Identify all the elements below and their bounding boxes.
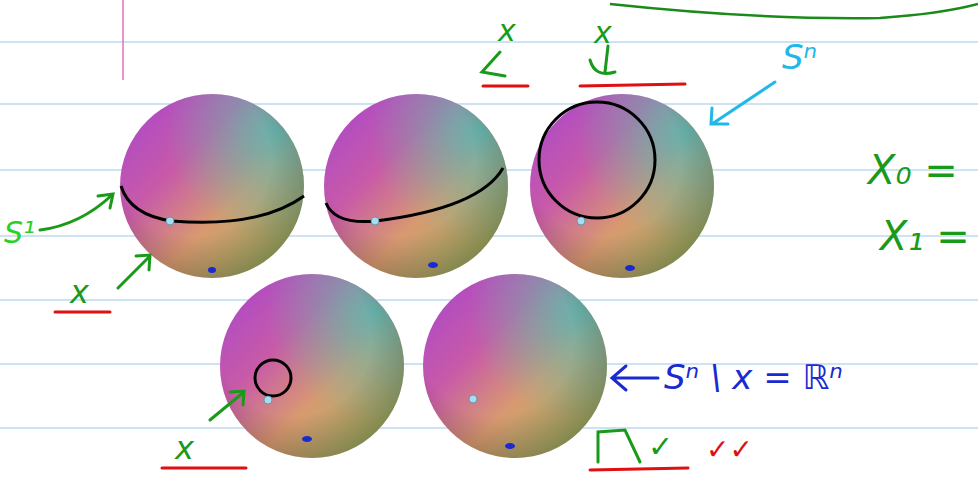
check-mark: ✓✓ bbox=[706, 436, 753, 464]
equation-label: Sⁿ \ x = ℝⁿ bbox=[664, 360, 843, 394]
point-label: x bbox=[70, 276, 89, 308]
equation-label: X₁ = bbox=[880, 216, 970, 256]
check-mark: ✓ bbox=[648, 432, 673, 462]
point-label: x bbox=[594, 18, 612, 48]
sphere-label: Sⁿ bbox=[782, 40, 817, 74]
point-label: x bbox=[498, 16, 516, 46]
circle-label: S¹ bbox=[4, 218, 35, 248]
equation-label: X₀ = bbox=[868, 150, 958, 190]
point-label: x bbox=[175, 432, 194, 464]
